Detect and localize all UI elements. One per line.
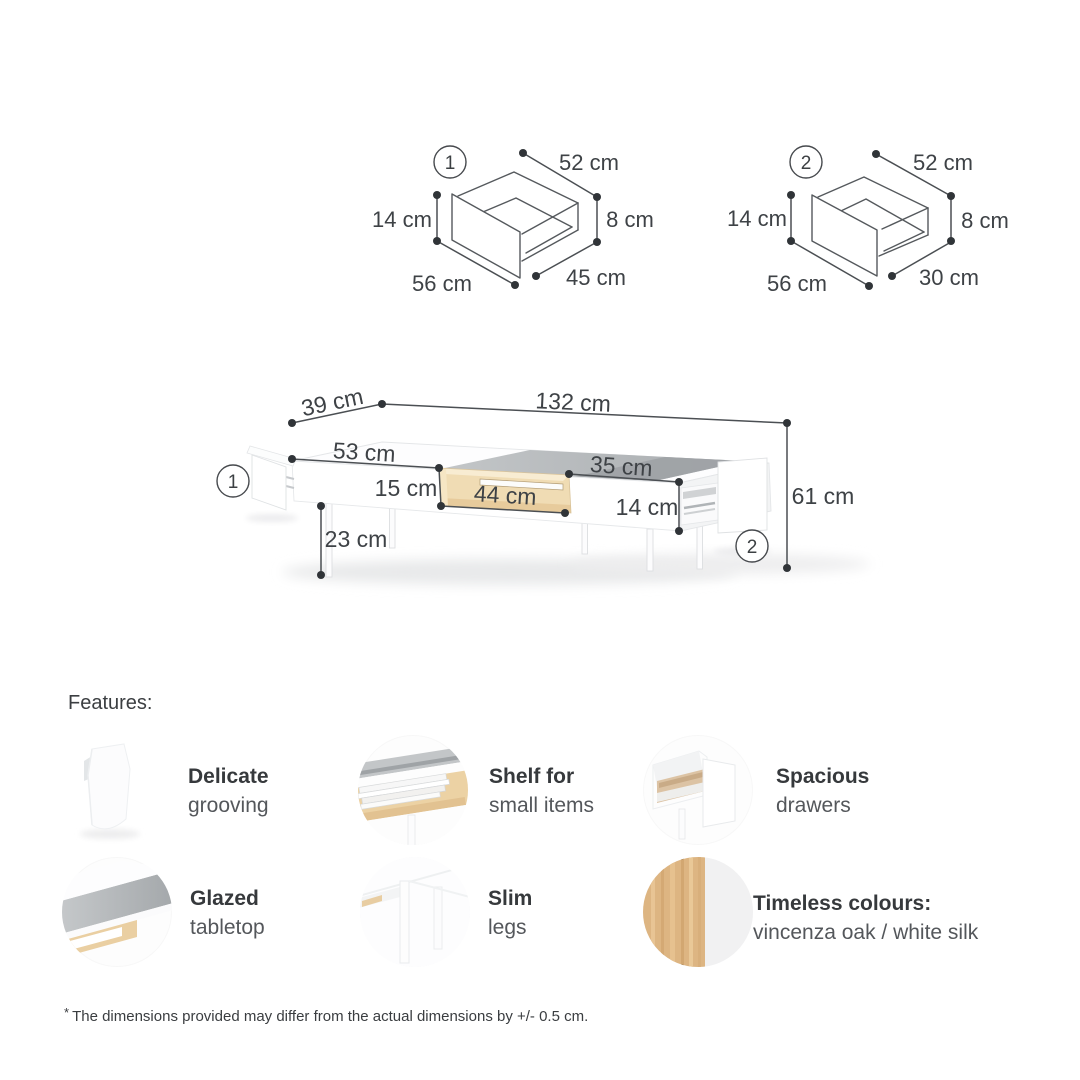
shelf-icon [358,735,468,845]
dim-label: 52 cm [913,150,973,175]
dim-label: 52 cm [559,150,619,175]
dim-label: 56 cm [412,271,472,296]
drawer-rails [683,501,716,510]
feature-title: Timeless colours: [753,892,932,915]
svg-text:2: 2 [747,537,758,558]
dim-label: 8 cm [606,207,654,232]
footnote-marker: * [64,1005,70,1020]
dim-label: 14 cm [372,207,432,232]
left-open-drawer [246,445,298,522]
feature-title: Shelf for [489,765,575,788]
drawer-2-dimension-diagram: 52 cm 8 cm 14 cm 56 cm 30 cm 2 [727,145,1009,296]
drawer-1-wireframe [451,171,579,279]
feature-colours: Timeless colours: vincenza oak / white s… [753,889,978,947]
dim-label: 14 cm [616,494,679,520]
feature-subtitle: small items [489,794,595,817]
drawer-1-dimension-diagram: 52 cm 8 cm 14 cm 56 cm 45 cm 1 [372,145,654,296]
feature-legs: Slim legs [488,884,532,942]
feature-title: Glazed [190,887,259,910]
dim-label: 45 cm [566,265,626,290]
drawer-2-dimensions: 52 cm 8 cm 14 cm 56 cm 30 cm [727,150,1009,296]
dim-label: 30 cm [919,265,979,290]
table-badge-2: 2 [735,529,769,563]
feature-grooving: Delicate grooving [188,762,269,820]
dimensions-disclaimer: *The dimensions provided may differ from… [64,1005,589,1025]
glazed-tabletop-icon [62,857,172,967]
dim-label: 14 cm [727,206,787,231]
feature-subtitle: tabletop [190,916,265,939]
drawer-1-dimensions: 52 cm 8 cm 14 cm 56 cm 45 cm [372,149,654,296]
feature-shelf: Shelf for small items [489,762,594,820]
oak-niche [438,467,572,514]
drawer-2-badge: 2 [789,145,823,179]
dim-label: 23 cm [325,526,388,552]
drawers-icon [643,735,753,845]
right-open-drawer [680,457,770,557]
feature-glazed: Glazed tabletop [190,884,265,942]
table-dimensions: 39 cm 132 cm 61 cm 53 cm 15 cm 44 cm 35 … [288,383,854,579]
feature-subtitle: grooving [188,794,269,817]
table-shadow [282,554,870,585]
feature-title: Spacious [776,765,870,788]
table-legs [325,502,703,578]
colour-swatch-icon [643,857,753,967]
feature-subtitle: vincenza oak / white silk [753,921,979,944]
dim-label: 53 cm [332,437,396,467]
table-dimension-diagram: 39 cm 132 cm 61 cm 53 cm 15 cm 44 cm 35 … [216,383,870,585]
svg-text:1: 1 [445,153,456,174]
feature-subtitle: legs [488,916,527,939]
dim-label: 8 cm [961,208,1009,233]
dim-label: 39 cm [299,383,366,421]
svg-text:2: 2 [801,153,812,174]
drawer-rails [285,476,295,489]
grooving-icon [58,735,168,845]
dim-label: 15 cm [375,475,438,501]
drawer-front-panel [717,457,768,534]
dim-label: 132 cm [535,387,612,417]
drawer-2-wireframe [811,176,929,277]
feature-drawers: Spacious drawers [776,762,869,820]
table-badge-1: 1 [216,464,250,498]
drawer-front-panel [251,454,287,511]
drawer-1-badge: 1 [433,145,467,179]
dim-label: 44 cm [473,480,537,510]
feature-title: Slim [488,887,533,910]
glass-top-dark [575,457,745,481]
svg-text:1: 1 [228,472,239,493]
dim-label: 56 cm [767,271,827,296]
dim-label: 35 cm [589,451,653,481]
feature-subtitle: drawers [776,794,851,817]
dim-label: 61 cm [792,483,855,509]
slim-legs-icon [360,857,470,967]
features-heading: Features: [68,692,153,714]
footnote-text: The dimensions provided may differ from … [72,1008,589,1025]
feature-title: Delicate [188,765,269,788]
